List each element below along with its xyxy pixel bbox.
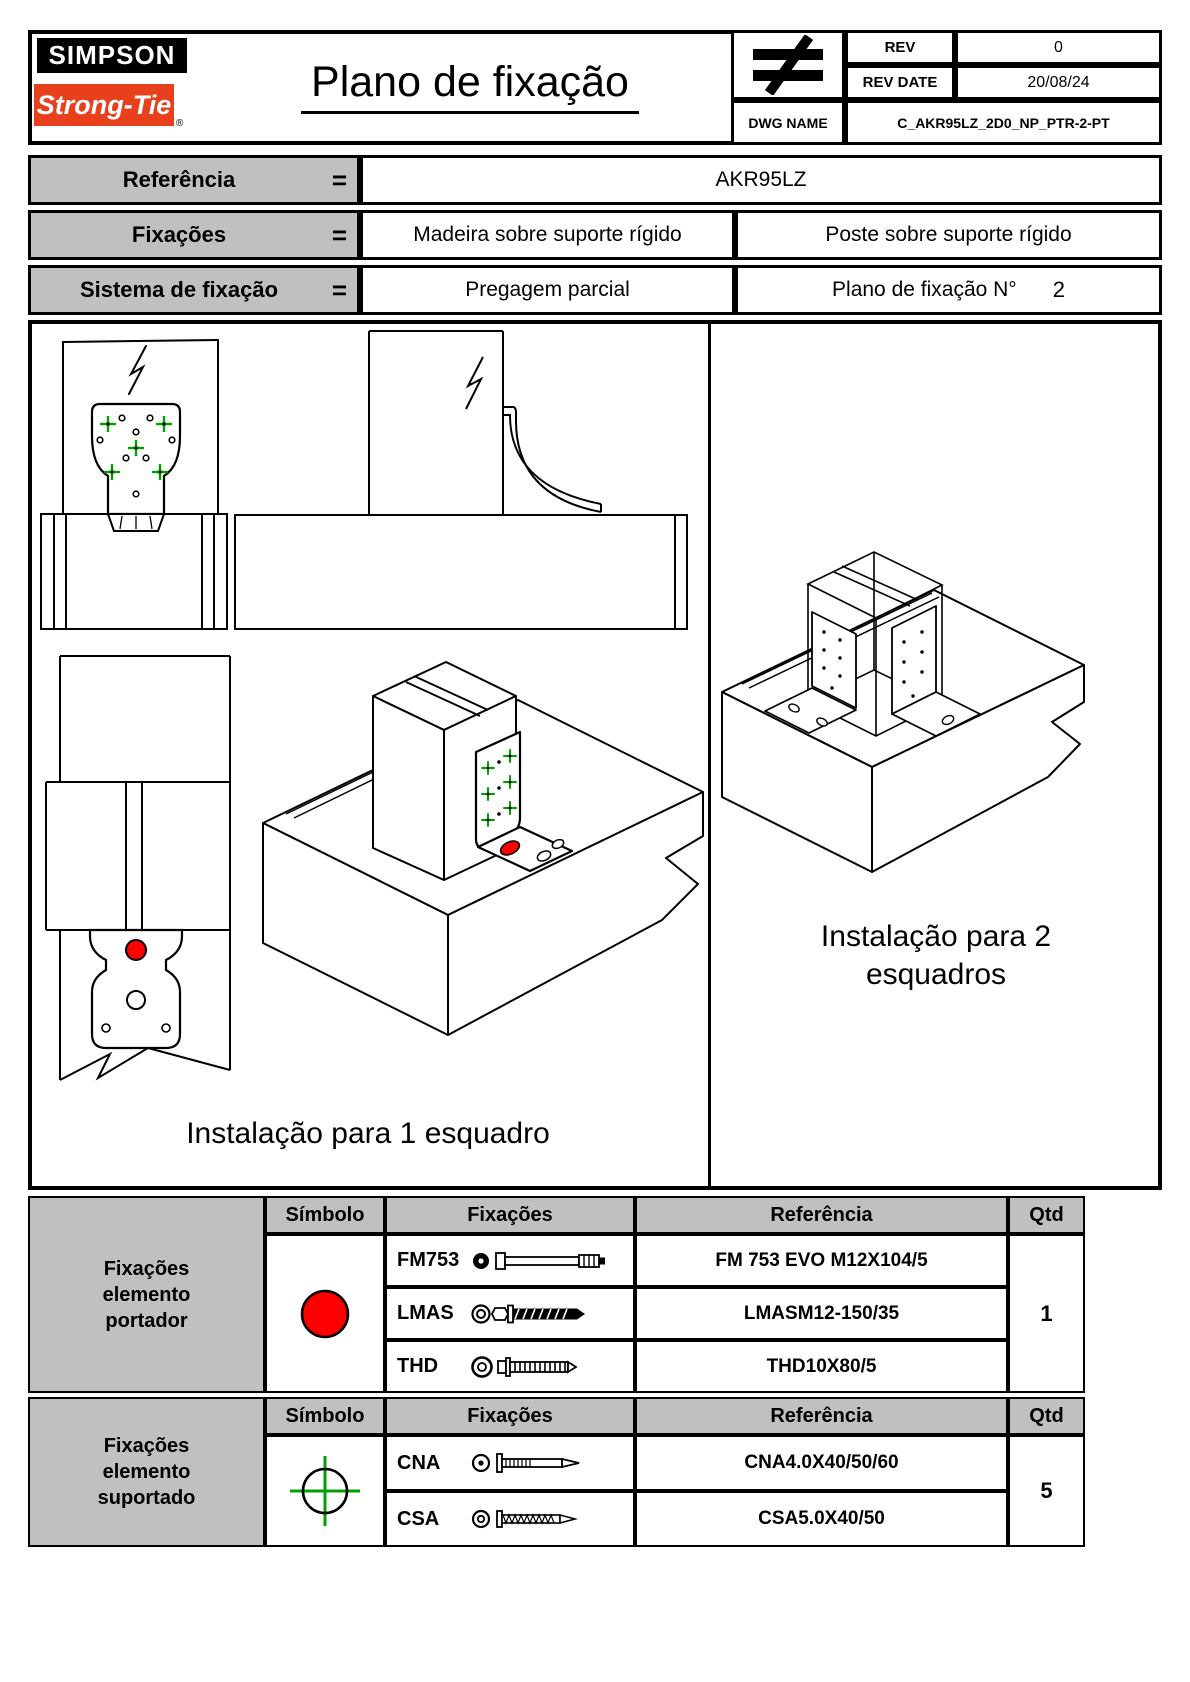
info-value-referencia: AKR95LZ <box>360 155 1162 205</box>
plan-number: 2 <box>1052 277 1065 302</box>
suportado-symbol-cell <box>265 1435 385 1547</box>
suportado-header-fixings: Fixações <box>385 1397 635 1435</box>
front-view-drawing <box>40 339 228 630</box>
dwg-name-value-cell: C_AKR95LZ_2D0_NP_PTR-2-PT <box>845 100 1162 145</box>
reference-fm753: FM 753 EVO M12X104/5 <box>635 1234 1008 1287</box>
drawing-pane-divider <box>708 324 711 1186</box>
right-bracket <box>891 605 981 737</box>
suportado-header-qty: Qtd <box>1008 1397 1085 1435</box>
isometric-one-bracket-drawing <box>262 661 704 1036</box>
suportado-header-symbol: Símbolo <box>265 1397 385 1435</box>
portador-group-cell: Fixações elemento portador <box>28 1196 265 1393</box>
drawing-area <box>28 320 1162 1190</box>
equals-sign: = <box>331 219 347 250</box>
fixing-row-thd: THD <box>385 1340 635 1393</box>
suportado-qty-cell: 5 <box>1008 1435 1085 1547</box>
caption-two-brackets: Instalação para 2 esquadros <box>820 920 1052 991</box>
info-plan-number-cell: Plano de fixação N° 2 <box>735 265 1162 315</box>
info-label-fixacoes: Fixações= <box>28 210 360 260</box>
portador-header-reference: Referência <box>635 1196 1008 1234</box>
green-crosshair-symbol <box>290 1456 360 1526</box>
portador-qty-cell: 1 <box>1008 1234 1085 1393</box>
fixing-row-cna: CNA <box>385 1435 635 1491</box>
fixing-row-lmas: LMAS <box>385 1287 635 1340</box>
reference-cna: CNA4.0X40/50/60 <box>635 1435 1008 1491</box>
not-equal-projection-icon <box>753 35 823 95</box>
left-bracket <box>764 611 857 734</box>
logo-strongtie-text: Strong-Tie <box>36 89 172 120</box>
isometric-two-brackets-drawing <box>721 551 1085 873</box>
info-label-sistema: Sistema de fixação= <box>28 265 360 315</box>
caption-one-bracket: Instalação para 1 esquadro <box>186 1117 550 1150</box>
cna-fastener-icon <box>471 1453 580 1473</box>
side-view-drawing <box>234 330 688 630</box>
fm753-fastener-icon <box>473 1251 605 1270</box>
equals-sign: = <box>331 274 347 305</box>
portador-header-symbol: Símbolo <box>265 1196 385 1234</box>
bolt-marker-red <box>499 840 521 856</box>
portador-header-fixings: Fixações <box>385 1196 635 1234</box>
info-label-referencia: Referência= <box>28 155 360 205</box>
lmas-fastener-icon <box>471 1303 585 1324</box>
rev-label-cell: REV <box>845 30 955 65</box>
bolt-marker-red <box>125 939 147 961</box>
fixing-row-fm753: FM753 <box>385 1234 635 1287</box>
projection-symbol-cell <box>731 30 845 100</box>
fixing-row-csa: CSA <box>385 1491 635 1547</box>
red-circle-symbol <box>300 1289 350 1338</box>
suportado-group-cell: Fixações elemento suportado <box>28 1397 265 1547</box>
thd-fastener-icon <box>471 1355 578 1378</box>
logo-strongtie: Strong-Tie <box>34 84 174 126</box>
dwg-name-label-cell: DWG NAME <box>731 100 845 145</box>
reference-csa: CSA5.0X40/50 <box>635 1491 1008 1547</box>
reference-thd: THD10X80/5 <box>635 1340 1008 1393</box>
rev-date-label-cell: REV DATE <box>845 65 955 100</box>
portador-header-qty: Qtd <box>1008 1196 1085 1234</box>
registered-mark: ® <box>176 118 184 129</box>
suportado-header-reference: Referência <box>635 1397 1008 1435</box>
rev-value-cell: 0 <box>955 30 1162 65</box>
logo-simpson-text: SIMPSON <box>48 40 176 70</box>
page-title: Plano de fixação <box>250 58 690 114</box>
rev-date-value-cell: 20/08/24 <box>955 65 1162 100</box>
info-value-sistema: Pregagem parcial <box>360 265 735 315</box>
logo-simpson: SIMPSON <box>37 38 187 73</box>
bottom-front-view-drawing <box>45 655 231 1081</box>
info-value-fixacoes-2: Poste sobre suporte rígido <box>735 210 1162 260</box>
csa-fastener-icon <box>471 1509 579 1529</box>
info-value-fixacoes-1: Madeira sobre suporte rígido <box>360 210 735 260</box>
equals-sign: = <box>331 164 347 195</box>
portador-symbol-cell <box>265 1234 385 1393</box>
bracket-flange <box>476 825 574 873</box>
reference-lmas: LMASM12-150/35 <box>635 1287 1008 1340</box>
